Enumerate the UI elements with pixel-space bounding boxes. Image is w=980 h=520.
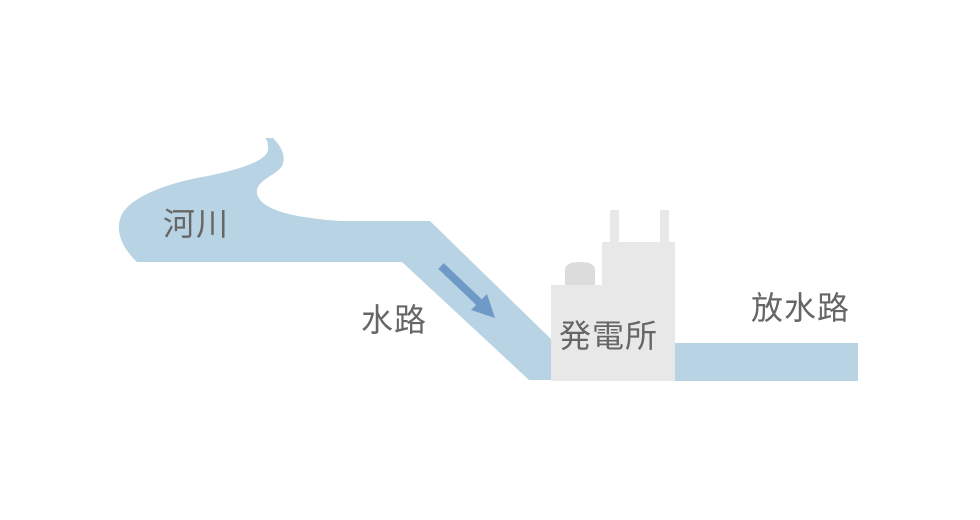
plant-tank — [565, 262, 595, 285]
plant-chimney-left — [610, 210, 619, 242]
plant-main-block — [551, 285, 675, 381]
river-label: 河川 — [163, 205, 230, 243]
tailrace-channel — [670, 343, 858, 381]
power-plant-building — [551, 210, 675, 381]
river-shape — [118, 138, 552, 380]
channel-label: 水路 — [361, 301, 428, 339]
tailrace-label: 放水路 — [751, 289, 851, 327]
plant-upper-block — [602, 242, 675, 285]
arrow-down-right-icon — [438, 263, 495, 318]
plant-chimney-right — [660, 210, 669, 242]
power-plant-label: 発電所 — [559, 317, 659, 355]
